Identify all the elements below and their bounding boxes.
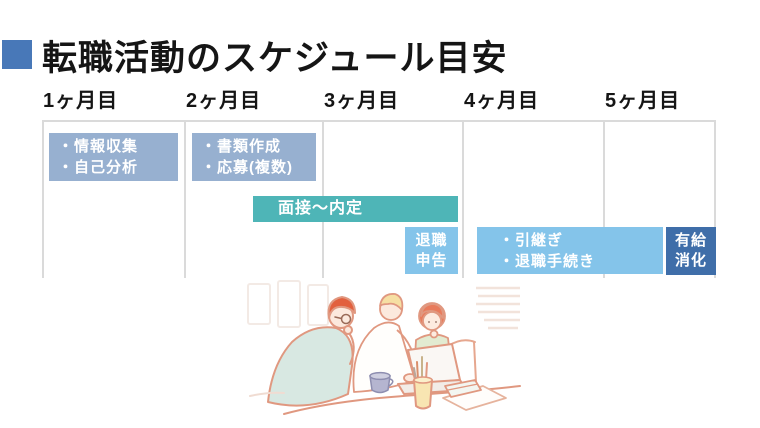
task-label: ・応募(複数) [201,159,293,176]
page-title: 転職活動のスケジュール目安 [42,39,508,78]
task-bar-resignation-notice: 退職 申告 [405,227,458,274]
notebook [442,379,507,411]
grid-line-month5 [603,120,605,278]
month-label-2: 2ヶ月目 [186,90,262,112]
task-label: ・書類作成 [201,138,282,155]
task-label: 申告 [415,251,448,269]
task-label: 有給 [674,232,707,249]
month-label-5: 5ヶ月目 [605,90,681,112]
task-label: ・情報収集 [58,138,139,155]
people-working-illustration [247,280,521,415]
mug [369,371,394,394]
grid-line-month2 [184,120,186,278]
task-label: ・引継ぎ [499,231,564,249]
task-label: 退職 [415,231,448,249]
month-label-1: 1ヶ月目 [43,90,119,112]
left-man-figure [267,296,356,407]
task-bar-interview: 面接～内定 [253,196,458,222]
middle-man-figure [352,293,419,393]
task-label: ・退職手続き [499,252,596,270]
grid-line-month1 [42,120,44,278]
grid-line-month4 [462,120,464,278]
month-label-4: 4ヶ月目 [464,90,540,112]
timeline-top-rule [42,120,716,122]
title-accent-square [2,40,32,69]
task-bar-documents: ・書類作成 ・応募(複数) [192,133,316,181]
month-label-3: 3ヶ月目 [324,90,400,112]
task-label: 消化 [674,252,707,269]
task-bar-handover: ・引継ぎ ・退職手続き [477,227,663,274]
window-blinds [476,286,520,330]
task-label: 面接～内定 [278,200,364,217]
task-label: ・自己分析 [58,159,139,176]
task-bar-paid-leave: 有給 消化 [666,227,716,275]
pencil-cup [413,356,433,410]
task-bar-research: ・情報収集 ・自己分析 [49,133,178,181]
grid-line-end [714,120,716,278]
